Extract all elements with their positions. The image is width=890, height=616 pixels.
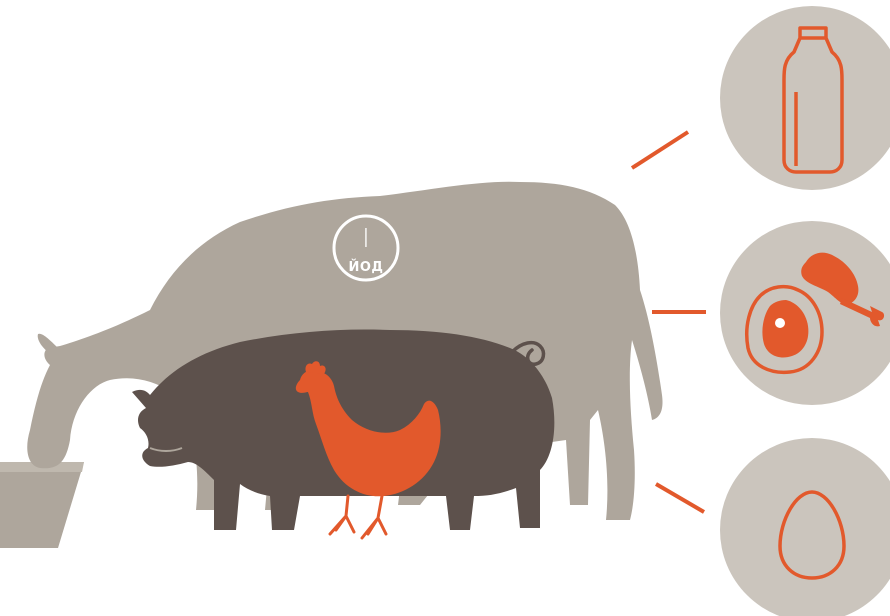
meat-product-circle — [720, 221, 890, 405]
egg-product-circle — [720, 438, 890, 616]
feeding-trough — [0, 462, 84, 548]
iodine-symbol: I — [362, 224, 370, 254]
connector-line-milk — [632, 132, 688, 168]
connector-line-egg — [656, 484, 704, 512]
milk-product-circle — [720, 6, 890, 190]
iodine-label: ЙОД — [348, 259, 383, 275]
